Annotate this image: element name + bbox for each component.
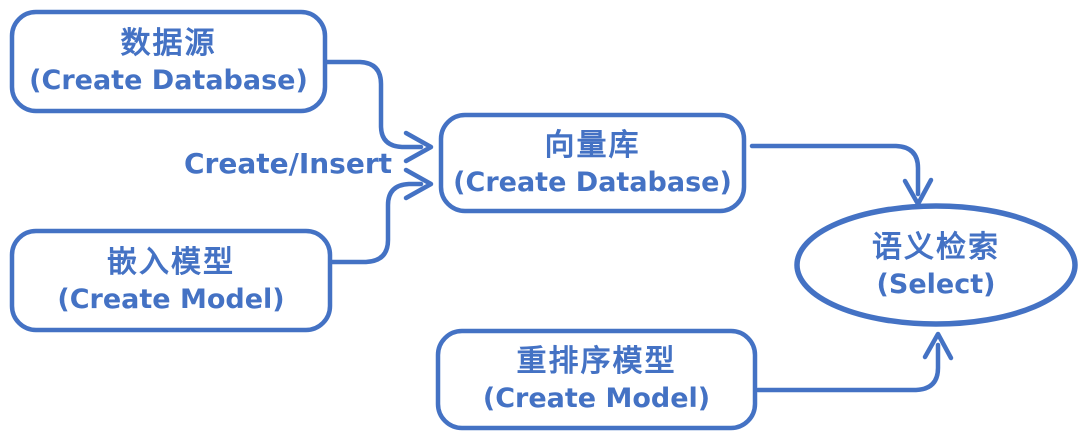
node-embedding-model: 嵌入模型 (Create Model) bbox=[12, 231, 330, 330]
arrowhead-rerank-model-to-semantic-search bbox=[922, 331, 954, 361]
embedding-model-box-shape bbox=[9, 228, 333, 333]
arrow-data-source-to-vector-store bbox=[323, 59, 424, 150]
arrow-embedding-model-to-vector-store bbox=[328, 181, 424, 265]
arrowhead-vector-store-to-semantic-search bbox=[902, 177, 934, 207]
node-rerank-model: 重排序模型 (Create Model) bbox=[438, 331, 755, 428]
arrow-rerank-model-to-semantic-search bbox=[755, 342, 941, 393]
node-data-source-subtitle: (Create Database) bbox=[29, 65, 308, 97]
semantic-search-ellipse-shape bbox=[794, 203, 1078, 327]
arrowhead-embedding-model-to-vector-store bbox=[403, 167, 434, 201]
node-rerank-model-subtitle: (Create Model) bbox=[482, 383, 711, 415]
node-rerank-model-title: 重排序模型 bbox=[516, 344, 677, 380]
node-data-source-title: 数据源 bbox=[120, 26, 217, 62]
create-insert-edge-label: Create/Insert bbox=[183, 147, 393, 180]
node-semantic-search-subtitle: (Select) bbox=[876, 268, 996, 300]
arrowhead-data-source-to-vector-store bbox=[403, 130, 434, 164]
node-vector-store-title: 向量库 bbox=[544, 127, 641, 163]
node-data-source: 数据源 (Create Database) bbox=[12, 12, 325, 111]
node-embedding-model-title: 嵌入模型 bbox=[107, 245, 235, 281]
node-vector-store: 向量库 (Create Database) bbox=[441, 115, 744, 211]
node-vector-store-subtitle: (Create Database) bbox=[453, 166, 732, 198]
node-semantic-search: 语义检索 (Select) bbox=[797, 206, 1075, 324]
rerank-model-box-shape bbox=[435, 328, 758, 431]
arrow-vector-store-to-semantic-search bbox=[749, 143, 921, 197]
vector-store-box-shape bbox=[438, 112, 747, 214]
node-embedding-model-subtitle: (Create Model) bbox=[57, 284, 285, 316]
node-semantic-search-title: 语义检索 bbox=[872, 229, 1000, 265]
